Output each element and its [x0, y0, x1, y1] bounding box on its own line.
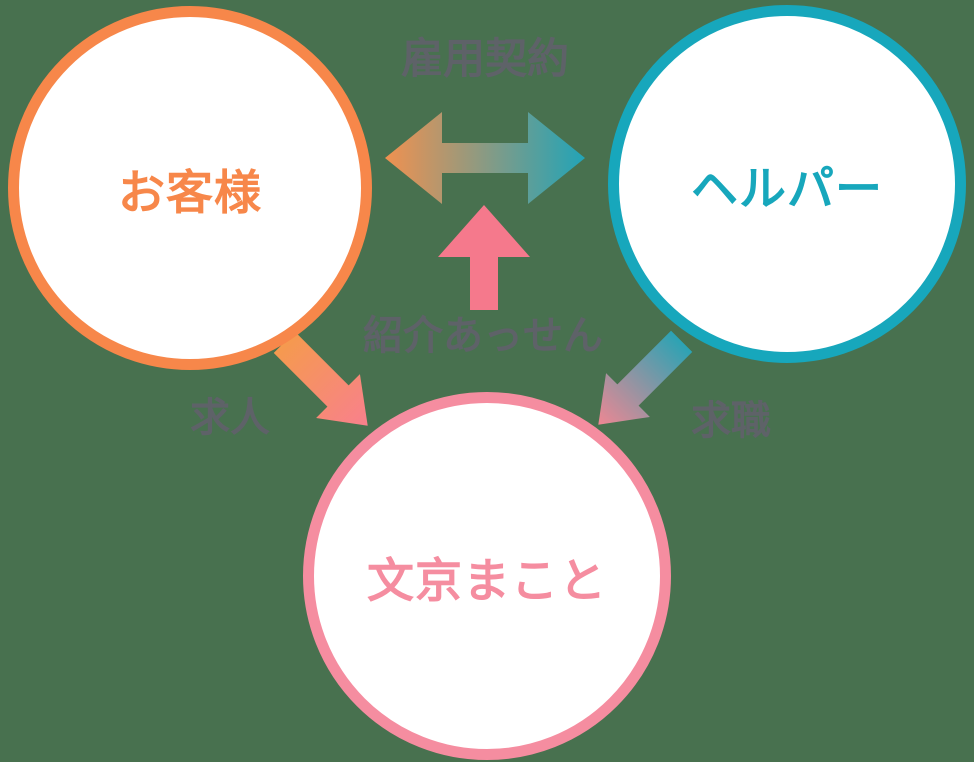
job-seek-arrow — [576, 319, 703, 446]
helper-node-label: ヘルパー — [691, 161, 883, 215]
double-arrow-shape — [385, 112, 585, 204]
job-seek-label: 求職 — [691, 399, 771, 443]
employment-double-arrow — [385, 112, 585, 204]
company-node-label: 文京まこと — [367, 553, 607, 607]
helper-node: ヘルパー — [608, 5, 966, 363]
employment-label: 雇用契約 — [400, 35, 569, 82]
company-node: 文京まこと — [303, 392, 671, 760]
job-offer-label: 求人 — [190, 396, 270, 440]
referral-up-arrow — [438, 205, 530, 310]
customer-node-label: お客様 — [118, 165, 262, 219]
customer-node: お客様 — [8, 6, 372, 370]
job-offer-arrow — [262, 320, 389, 447]
up-arrow-shape — [438, 205, 530, 310]
diagonal-arrow-shape — [598, 330, 693, 425]
diagonal-arrow-shape — [273, 331, 368, 426]
referral-label: 紹介あっせん — [363, 314, 603, 358]
